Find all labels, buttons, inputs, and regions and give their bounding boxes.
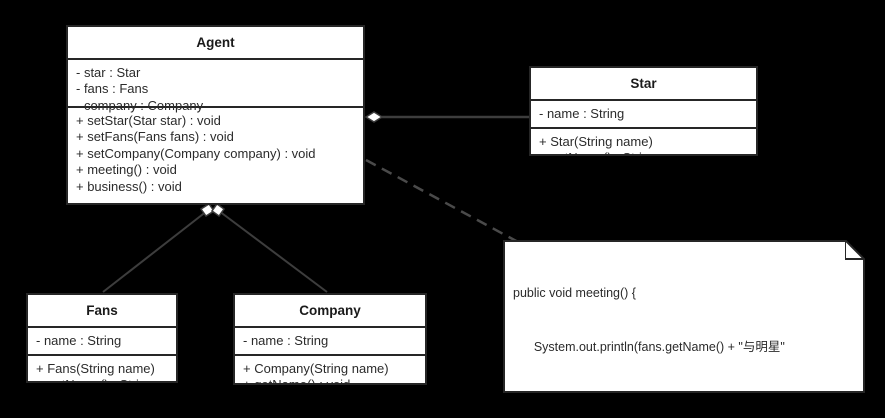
class-name-agent: Agent [68, 27, 363, 60]
class-name-fans: Fans [28, 295, 176, 328]
method-row: + Star(String name) [539, 133, 653, 149]
method-row: + meeting() : void [76, 162, 177, 177]
class-methods-agent: + setStar(Star star) : void + setFans(Fa… [68, 108, 363, 200]
class-attributes-agent: - star : Star - fans : Fans - company : … [68, 60, 363, 113]
attribute-row: - name : String [36, 332, 122, 348]
class-methods-star: + Star(String name) + getName() : String [531, 129, 756, 155]
note-code-text: public void meeting() { System.out.print… [513, 248, 857, 393]
class-attributes-company: - name : String [235, 328, 425, 356]
hollow-diamond-agent-company [210, 202, 226, 218]
class-box-company[interactable]: Company - name : String + Company(String… [233, 293, 427, 385]
class-methods-fans: + Fans(String name) + getName() : String [28, 356, 176, 382]
hollow-diamond-agent-fans [199, 202, 216, 218]
edge-agent-company [218, 210, 328, 293]
class-attributes-fans: - name : String [28, 328, 176, 356]
code-note-box[interactable]: public void meeting() { System.out.print… [503, 240, 865, 393]
class-methods-company: + Company(String name) + getName() : voi… [235, 356, 425, 385]
note-code-line: + star.getName() + "见面了。"); [513, 392, 857, 393]
note-code-line: public void meeting() { [513, 286, 636, 300]
class-box-fans[interactable]: Fans - name : String + Fans(String name)… [26, 293, 178, 383]
attribute-row: - fans : Fans [76, 81, 149, 96]
class-name-star: Star [531, 68, 756, 101]
edge-agent-note [365, 158, 521, 245]
attribute-row: - company : Company [76, 97, 204, 113]
edge-agent-fans [102, 210, 208, 293]
class-box-star[interactable]: Star - name : String + Star(String name)… [529, 66, 758, 156]
method-row: + setFans(Fans fans) : void [76, 129, 234, 144]
method-row: + Company(String name) [243, 360, 389, 376]
method-row: + Fans(String name) [36, 360, 155, 376]
method-row: + setCompany(Company company) : void [76, 145, 316, 161]
attribute-row: - name : String [539, 105, 625, 121]
note-body [503, 240, 865, 393]
attribute-row: - name : String [243, 332, 329, 348]
attribute-row: - star : Star [76, 64, 141, 80]
note-fold-corner [845, 240, 865, 260]
class-attributes-star: - name : String [531, 101, 756, 129]
class-name-company: Company [235, 295, 425, 328]
method-row: + getName() : String [539, 150, 748, 154]
method-row: + business() : void [76, 178, 182, 194]
method-row: + getName() : String [36, 377, 168, 381]
method-row: + setStar(Star star) : void [76, 112, 221, 128]
hollow-diamond-agent-star [364, 111, 384, 123]
note-code-line: System.out.println(fans.getName() + "与明星… [513, 340, 785, 354]
class-box-agent[interactable]: Agent - star : Star - fans : Fans - comp… [66, 25, 365, 205]
method-row: + getName() : void [243, 377, 351, 385]
